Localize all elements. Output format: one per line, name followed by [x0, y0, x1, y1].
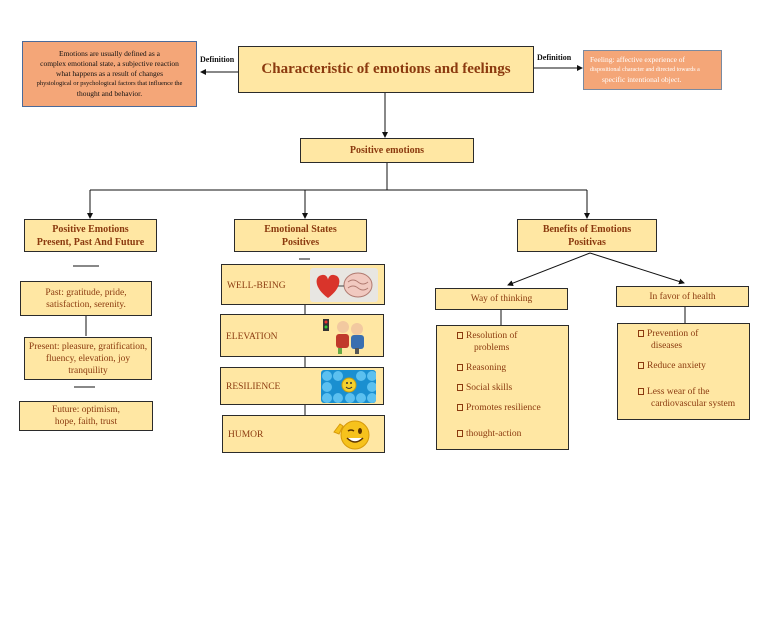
emotion-definition-box: Emotions are usually defined as a comple… [22, 41, 197, 107]
well-being-label: WELL-BEING [227, 281, 286, 291]
bullet-icon [638, 330, 644, 337]
list-item: Promotes resilience [457, 402, 568, 414]
list-item: thought-action [457, 428, 568, 440]
elevation-box: ELEVATION [220, 314, 384, 357]
way-of-thinking-box: Way of thinking [435, 288, 568, 310]
humor-box: HUMOR [222, 415, 385, 453]
heart-and-brain-icon [310, 268, 378, 302]
resilience-box: RESILIENCE [220, 367, 384, 405]
list-item: Social skills [457, 382, 568, 394]
main-title-box: Characteristic of emotions and feelings [238, 46, 534, 93]
col1-header-line: Positive Emotions [52, 223, 129, 235]
blue-balls-smiley-icon [321, 370, 376, 403]
present-box: Present: pleasure, gratification, fluenc… [24, 337, 152, 380]
past-line: Past: gratitude, pride, [45, 287, 127, 298]
list-item: Less wear of the cardiovascular system [638, 386, 749, 410]
positive-emotions-label: Positive emotions [349, 145, 425, 156]
col2-header-box: Emotional States Positives [234, 219, 367, 252]
definition-line: thought and behavior. [76, 89, 143, 98]
present-line: fluency, elevation, joy [45, 353, 131, 364]
definition-line: specific intentional object. [602, 75, 682, 84]
bullet-icon [457, 430, 463, 437]
in-favor-of-health-title: In favor of health [649, 291, 716, 302]
future-box: Future: optimism, hope, faith, trust [19, 401, 153, 431]
list-item: Resolution of problems [457, 330, 568, 354]
list-item-text: thought-action [466, 429, 522, 439]
winking-smiley-icon [331, 418, 373, 451]
feeling-definition-box: Feeling: affective experience of disposi… [583, 50, 722, 90]
col3-header-line: Benefits of Emotions [542, 223, 632, 235]
list-item-text: Reasoning [466, 363, 507, 373]
definition-line: what happens as a result of changes [55, 69, 164, 78]
definition-line: Feeling: affective experience of [590, 55, 686, 64]
list-item: Reasoning [457, 362, 568, 374]
present-line: tranquility [68, 365, 108, 376]
col3-header-line: Positivas [568, 236, 606, 248]
past-box: Past: gratitude, pride, satisfaction, se… [20, 281, 152, 316]
bullet-icon [457, 364, 463, 371]
col2-header-line: Positives [281, 236, 320, 248]
definition-label-left: Definition [200, 55, 235, 64]
definition-line: dispositional character and directed tow… [590, 67, 700, 73]
list-item: Reduce anxiety [638, 360, 749, 372]
list-item-text: diseases [651, 341, 683, 351]
way-of-thinking-list: Resolution of problems Reasoning Social s… [436, 325, 569, 450]
present-line: Present: pleasure, gratification, [28, 341, 148, 352]
way-of-thinking-title: Way of thinking [470, 294, 533, 304]
list-item-text: problems [474, 343, 510, 353]
future-line: Future: optimism, [51, 405, 121, 415]
in-favor-of-health-list: Prevention of diseases Reduce anxiety Les… [617, 323, 750, 420]
list-item: Prevention of diseases [638, 328, 749, 352]
list-item-text: Social skills [466, 383, 513, 393]
col1-header-line: Present, Past And Future [36, 236, 145, 248]
list-item-text: Resolution of [466, 331, 518, 341]
bullet-icon [638, 362, 644, 369]
definition-label-right: Definition [537, 53, 572, 62]
elderly-couple-icon [321, 317, 371, 355]
list-item-text: Reduce anxiety [647, 361, 706, 371]
col2-header-line: Emotional States [264, 223, 337, 235]
definition-line: physiological or psychological factors t… [36, 80, 183, 87]
elevation-label: ELEVATION [226, 332, 278, 342]
col3-header-box: Benefits of Emotions Positivas [517, 219, 657, 252]
bullet-icon [457, 384, 463, 391]
well-being-box: WELL-BEING [221, 264, 385, 305]
bullet-icon [638, 388, 644, 395]
humor-label: HUMOR [228, 430, 264, 440]
list-item-text: Promotes resilience [466, 403, 541, 413]
bullet-icon [457, 404, 463, 411]
positive-emotions-box: Positive emotions [300, 138, 474, 163]
bullet-icon [457, 332, 463, 339]
list-item-text: cardiovascular system [651, 399, 736, 409]
definition-line: complex emotional state, a subjective re… [40, 59, 179, 68]
definition-line: Emotions are usually defined as a [58, 49, 160, 58]
col1-header-box: Positive Emotions Present, Past And Futu… [24, 219, 157, 252]
future-line: hope, faith, trust [54, 417, 118, 427]
resilience-label: RESILIENCE [226, 382, 281, 392]
list-item-text: Prevention of [647, 329, 699, 339]
list-item-text: Less wear of the [647, 387, 710, 397]
past-line: satisfaction, serenity. [46, 299, 126, 310]
page-title: Characteristic of emotions and feelings [261, 61, 511, 77]
in-favor-of-health-box: In favor of health [616, 286, 749, 307]
